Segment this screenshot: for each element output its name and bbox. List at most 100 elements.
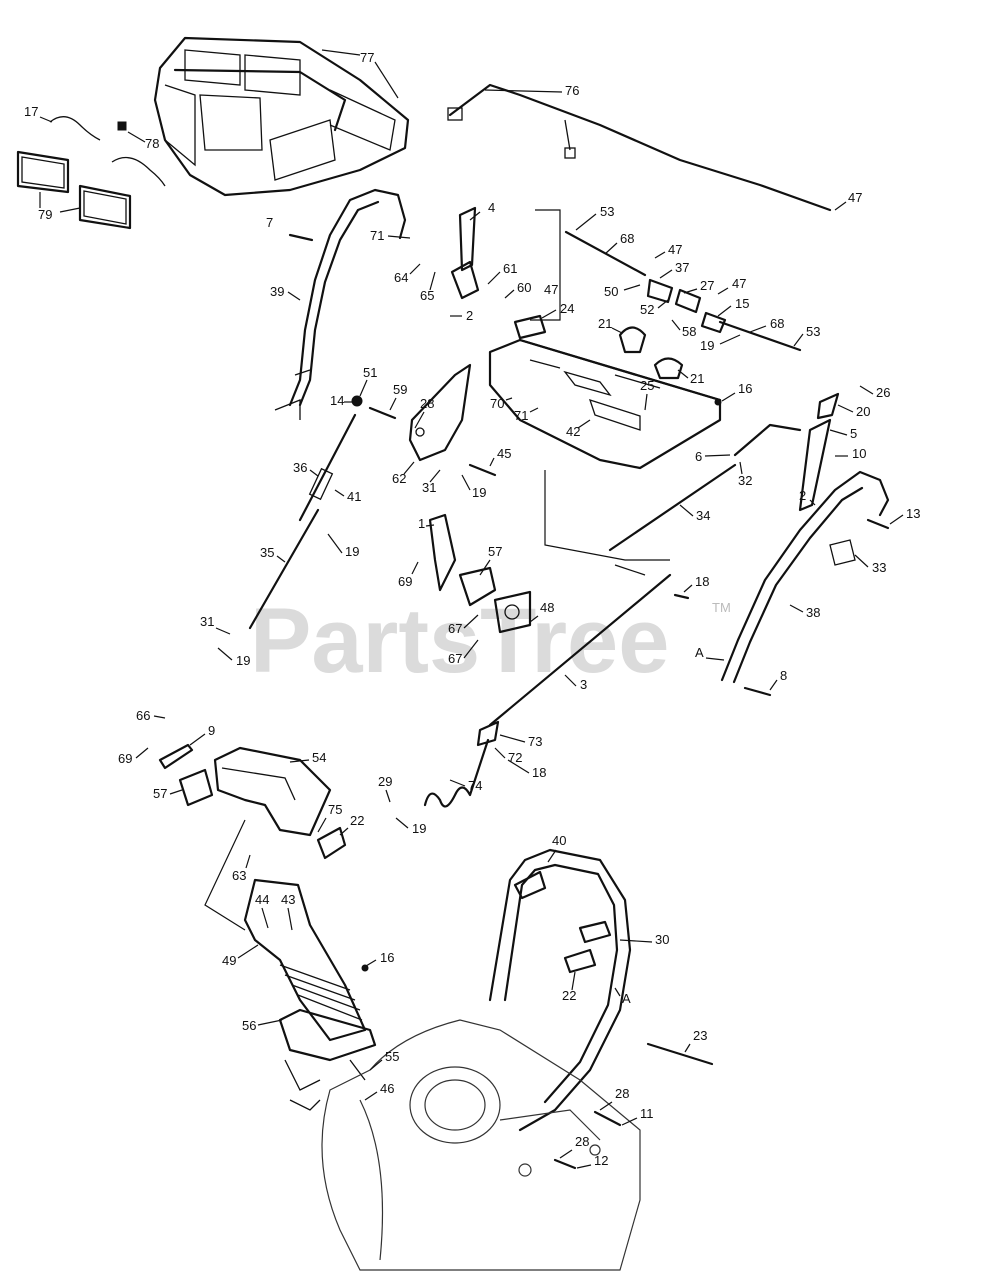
callout-61: 61 bbox=[503, 261, 517, 276]
auger-housing bbox=[321, 1019, 641, 1271]
bracket-24 bbox=[513, 314, 547, 340]
callout-19b: 19 bbox=[472, 485, 486, 500]
lower-handle bbox=[488, 848, 632, 1132]
cable-bracket-22 bbox=[316, 826, 347, 860]
spring-74 bbox=[423, 738, 490, 808]
callout-51: 51 bbox=[363, 365, 377, 380]
callout-18a: 18 bbox=[695, 574, 709, 589]
callout-59: 59 bbox=[393, 382, 407, 397]
rod-35 bbox=[248, 508, 320, 630]
rod-34 bbox=[608, 463, 737, 552]
callout-55: 55 bbox=[385, 1049, 399, 1064]
callout-68a: 68 bbox=[620, 231, 634, 246]
callout-36: 36 bbox=[293, 460, 307, 475]
callout-A1: A bbox=[695, 645, 704, 660]
upper-handle-left bbox=[288, 188, 407, 407]
grip-20 bbox=[816, 392, 840, 420]
headlight-spring-clip-2 bbox=[111, 156, 166, 187]
callout-A2: A bbox=[622, 991, 631, 1006]
callout-22b: 22 bbox=[562, 988, 576, 1003]
callout-71a: 71 bbox=[370, 228, 384, 243]
coupler-73 bbox=[476, 720, 500, 747]
callout-37: 37 bbox=[675, 260, 689, 275]
callout-12: 12 bbox=[594, 1153, 608, 1168]
callout-47d: 47 bbox=[732, 276, 746, 291]
bushing-41 bbox=[308, 467, 334, 501]
group-bracket-line bbox=[530, 209, 561, 321]
control-panel bbox=[488, 338, 722, 470]
washer-16 bbox=[361, 964, 369, 972]
bracket-33 bbox=[829, 539, 856, 566]
callout-19e: 19 bbox=[412, 821, 426, 836]
bolt-13 bbox=[866, 518, 890, 530]
callout-29: 29 bbox=[378, 774, 392, 789]
knob-2 bbox=[653, 357, 684, 380]
callout-31b: 31 bbox=[200, 614, 214, 629]
callout-39: 39 bbox=[270, 284, 284, 299]
callout-33: 33 bbox=[872, 560, 886, 575]
watermark-text: PartsTree bbox=[250, 590, 669, 692]
callout-13: 13 bbox=[906, 506, 920, 521]
headlight-right bbox=[78, 184, 132, 230]
callout-47a: 47 bbox=[848, 190, 862, 205]
callout-16b: 16 bbox=[380, 950, 394, 965]
callout-66: 66 bbox=[136, 708, 150, 723]
shaft-lower bbox=[718, 320, 802, 352]
callout-16a: 16 bbox=[738, 381, 752, 396]
callout-53a: 53 bbox=[600, 204, 614, 219]
bolt-11 bbox=[593, 1110, 622, 1127]
bolt-7 bbox=[288, 233, 314, 242]
callout-18b: 18 bbox=[532, 765, 546, 780]
callout-10: 10 bbox=[852, 446, 866, 461]
callout-40: 40 bbox=[552, 833, 566, 848]
callout-21a: 21 bbox=[598, 316, 612, 331]
callout-75: 75 bbox=[328, 802, 342, 817]
callout-28a: 28 bbox=[420, 396, 434, 411]
callout-19c: 19 bbox=[345, 544, 359, 559]
crank-assembly bbox=[646, 278, 727, 334]
rod-group-line-2 bbox=[614, 564, 646, 576]
plate-hole bbox=[415, 427, 425, 437]
pin-45 bbox=[468, 463, 497, 477]
clamp-30 bbox=[578, 920, 612, 944]
callout-23: 23 bbox=[693, 1028, 707, 1043]
callout-43: 43 bbox=[281, 892, 295, 907]
callout-69a: 69 bbox=[398, 574, 412, 589]
wire-harness-branch bbox=[564, 119, 571, 151]
callout-60: 60 bbox=[517, 280, 531, 295]
callout-67b: 67 bbox=[448, 651, 462, 666]
callout-8: 8 bbox=[780, 668, 787, 683]
callout-76: 76 bbox=[565, 83, 579, 98]
rod-36 bbox=[298, 413, 357, 522]
clamp-22 bbox=[563, 948, 597, 974]
callout-34: 34 bbox=[696, 508, 710, 523]
callout-45: 45 bbox=[497, 446, 511, 461]
bracket-40-top bbox=[513, 870, 547, 900]
callout-70: 70 bbox=[490, 396, 504, 411]
chute-deflector bbox=[213, 746, 332, 837]
callout-11: 11 bbox=[640, 1106, 654, 1121]
bulb-socket bbox=[117, 121, 127, 131]
chute-group-line bbox=[204, 819, 246, 931]
callout-6: 6 bbox=[695, 449, 702, 464]
lever-5 bbox=[798, 418, 832, 512]
harness-connector-2 bbox=[564, 147, 576, 159]
callout-50: 50 bbox=[604, 284, 618, 299]
callout-2b: 2 bbox=[799, 488, 806, 503]
callout-68b: 68 bbox=[770, 316, 784, 331]
callout-17: 17 bbox=[24, 104, 38, 119]
callouts: 77 76 17 78 79 47 7 4 53 68 39 71 64 65 … bbox=[24, 49, 920, 1169]
callout-19d: 19 bbox=[236, 653, 250, 668]
pivot-9 bbox=[158, 743, 194, 770]
callout-14: 14 bbox=[330, 393, 344, 408]
watermark-trademark: TM bbox=[712, 600, 731, 615]
spring-59 bbox=[368, 406, 397, 420]
upper-handle-right bbox=[720, 470, 890, 682]
discharge-chute bbox=[243, 878, 377, 1111]
callout-31a: 31 bbox=[422, 480, 436, 495]
headlight-housing bbox=[153, 36, 410, 197]
plate-48 bbox=[493, 590, 532, 634]
callout-52: 52 bbox=[640, 302, 654, 317]
harness-connector bbox=[447, 107, 463, 121]
callout-28b: 28 bbox=[615, 1086, 629, 1101]
